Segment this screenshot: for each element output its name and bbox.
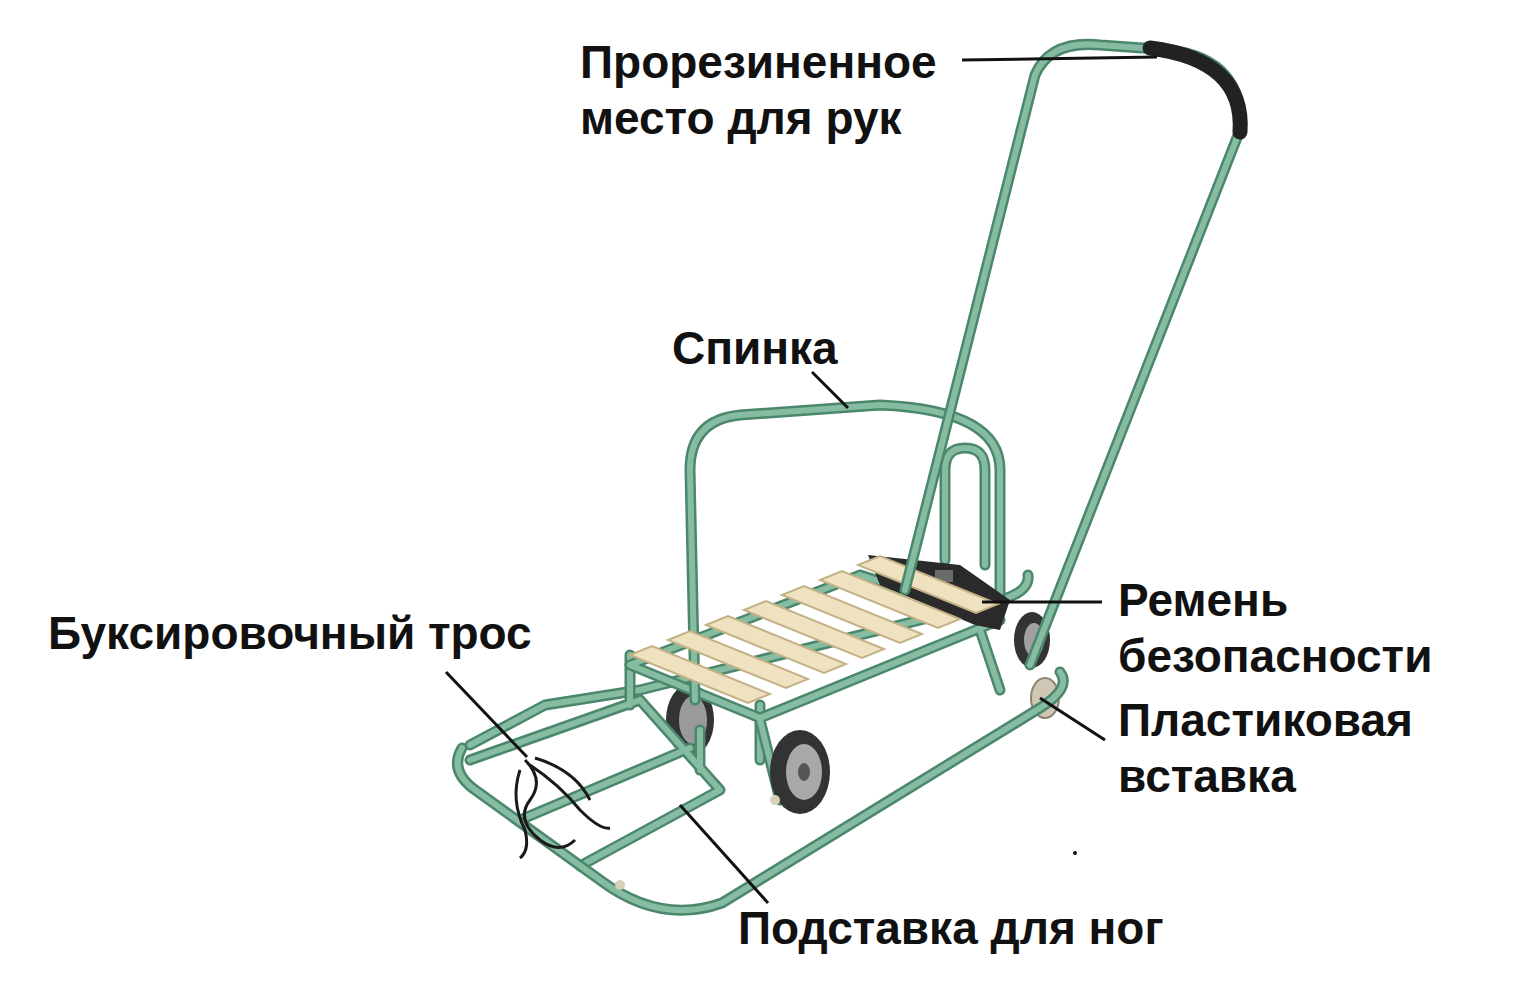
part-label: Ремень безопасности bbox=[1118, 572, 1498, 684]
part-label: Подставка для ног bbox=[738, 900, 1298, 956]
part-label: Спинка bbox=[672, 320, 912, 376]
part-label: Прорезиненное место для рук bbox=[580, 34, 975, 146]
part-label: Пластиковая вставка bbox=[1118, 692, 1498, 804]
part-label: Буксировочный трос bbox=[48, 605, 608, 661]
